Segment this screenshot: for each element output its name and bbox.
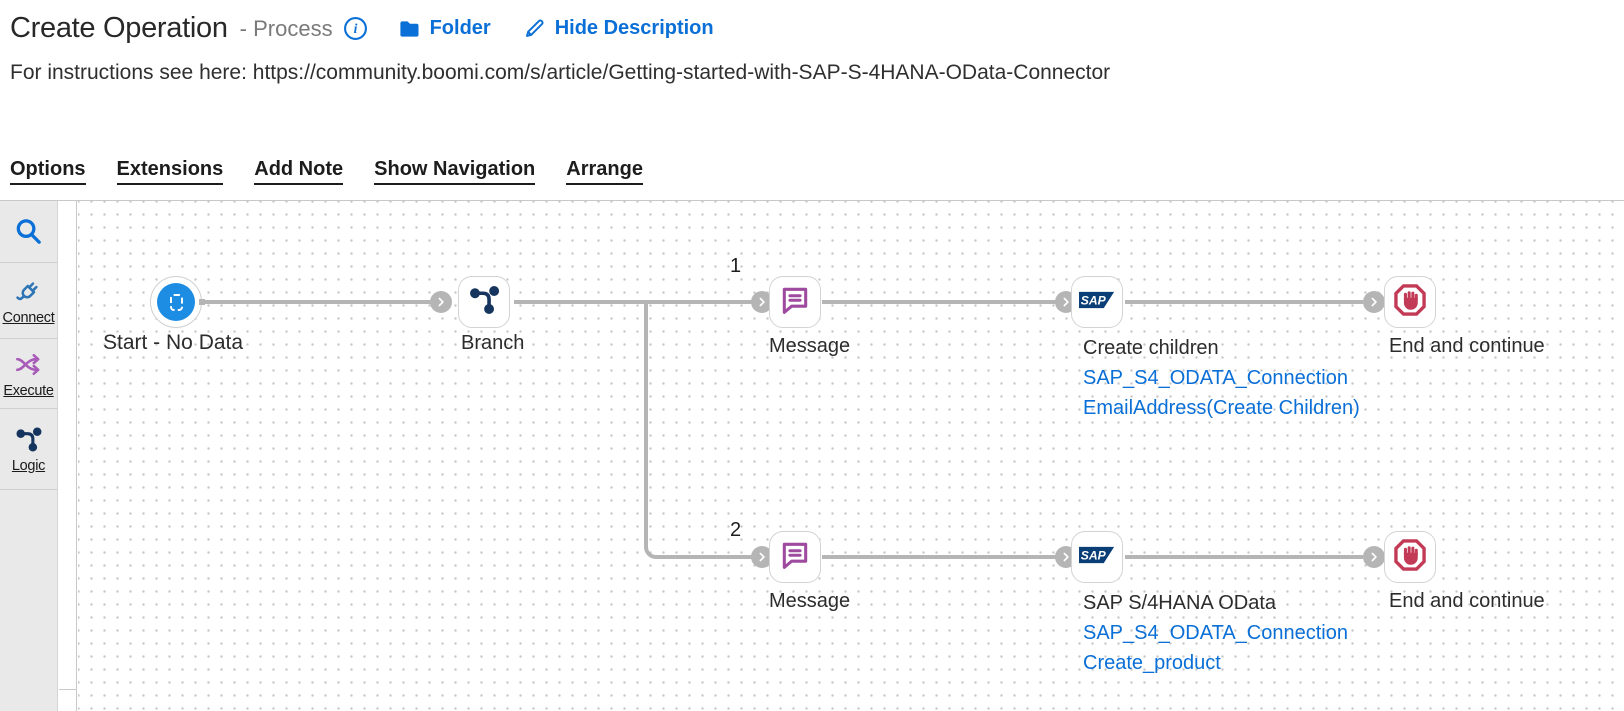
page-subtitle: - Process [239,15,333,41]
process-header: Create Operation - Process i Folder Hide… [0,0,1624,85]
svg-text:SAP: SAP [1081,548,1107,562]
shape-sap-create-children[interactable]: SAP [1071,276,1123,328]
process-canvas[interactable] [78,201,1624,711]
folder-icon [398,17,421,40]
branch-icon [13,424,44,455]
shape-label-block-sap-odata: SAP S/4HANA OData SAP_S4_ODATA_Connectio… [1083,588,1373,678]
stop-hand-icon [1392,282,1428,323]
gutter-divider [59,689,77,690]
branch-number-2: 2 [730,519,742,541]
connector-arrow[interactable] [430,291,452,313]
shape-sap-odata[interactable]: SAP [1071,531,1123,583]
connector-line [822,555,1056,559]
shape-start[interactable] [150,276,205,328]
folder-button-label: Folder [429,17,491,39]
sidebar-item-logic[interactable]: Logic [0,409,57,490]
shape-label-end-2: End and continue [1389,590,1545,612]
shape-label-end-1: End and continue [1389,335,1545,357]
svg-text:i: i [353,21,357,36]
sap-logo-icon: SAP [1079,282,1115,323]
connection-port[interactable] [199,299,205,305]
canvas-menubar: Options Extensions Add Note Show Navigat… [0,158,643,185]
shape-label-message-2: Message [769,590,851,612]
sidebar-item-label: Execute [3,382,54,399]
shape-label-start: Start - No Data [103,331,244,354]
branch-icon [466,282,502,323]
sidebar-item-search[interactable] [0,201,57,263]
connection-link[interactable]: SAP_S4_ODATA_Connection [1083,622,1348,644]
folder-button[interactable]: Folder [398,17,491,40]
shape-message-1[interactable] [769,276,821,328]
sidebar-item-connect[interactable]: Connect [0,263,57,339]
start-icon [157,283,195,321]
sidebar-item-label: Connect [2,309,55,326]
menu-arrange[interactable]: Arrange [566,158,643,185]
shapes-sidebar: Connect Execute Logic [0,201,58,711]
shape-label-block-create-children: Create children SAP_S4_ODATA_Connection … [1083,333,1373,423]
operation-link[interactable]: EmailAddress(Create Children) [1083,397,1360,419]
shape-message-2[interactable] [769,531,821,583]
shape-label-message-1: Message [769,335,851,357]
connection-link[interactable]: SAP_S4_ODATA_Connection [1083,367,1348,389]
message-icon [777,282,813,323]
stop-hand-icon [1392,537,1428,578]
menu-extensions[interactable]: Extensions [116,158,224,185]
search-icon [13,216,44,247]
sidebar-gutter [59,201,77,711]
branch-number-1: 1 [730,255,742,277]
shape-label-branch: Branch [461,332,525,354]
hide-description-label: Hide Description [554,17,714,39]
shape-end-2[interactable] [1384,531,1436,583]
operation-link[interactable]: Create_product [1083,652,1221,674]
connector-arrow[interactable] [1363,546,1385,568]
hide-description-button[interactable]: Hide Description [523,17,714,40]
connector-line [822,300,1056,304]
menu-options[interactable]: Options [10,158,86,185]
message-icon [777,537,813,578]
connector-line [514,300,754,304]
connector-arrow[interactable] [751,546,773,568]
connector-line [202,300,441,304]
connector-line [1125,555,1363,559]
process-description: For instructions see here: https://commu… [10,61,1111,84]
shape-branch[interactable] [458,276,510,328]
shape-label-sap-odata: SAP S/4HANA OData [1083,592,1277,614]
pencil-icon [523,17,546,40]
menu-show-navigation[interactable]: Show Navigation [374,158,536,185]
process-workspace: Connect Execute Logic 1 2 [0,200,1624,711]
svg-text:SAP: SAP [1081,293,1107,307]
plug-icon [13,276,44,307]
shuffle-icon [13,349,44,380]
page-title: Create Operation [10,12,228,44]
sidebar-item-execute[interactable]: Execute [0,339,57,409]
shape-label-create-children: Create children [1083,337,1219,359]
connector-arrow[interactable] [751,291,773,313]
sidebar-item-label: Logic [11,458,46,474]
shape-end-1[interactable] [1384,276,1436,328]
connector-line [1125,300,1363,304]
sap-logo-icon: SAP [1079,537,1115,578]
connector-arrow[interactable] [1363,291,1385,313]
info-icon[interactable]: i [343,16,368,41]
menu-add-note[interactable]: Add Note [254,158,344,185]
connector-line-branch-drop [644,300,754,559]
